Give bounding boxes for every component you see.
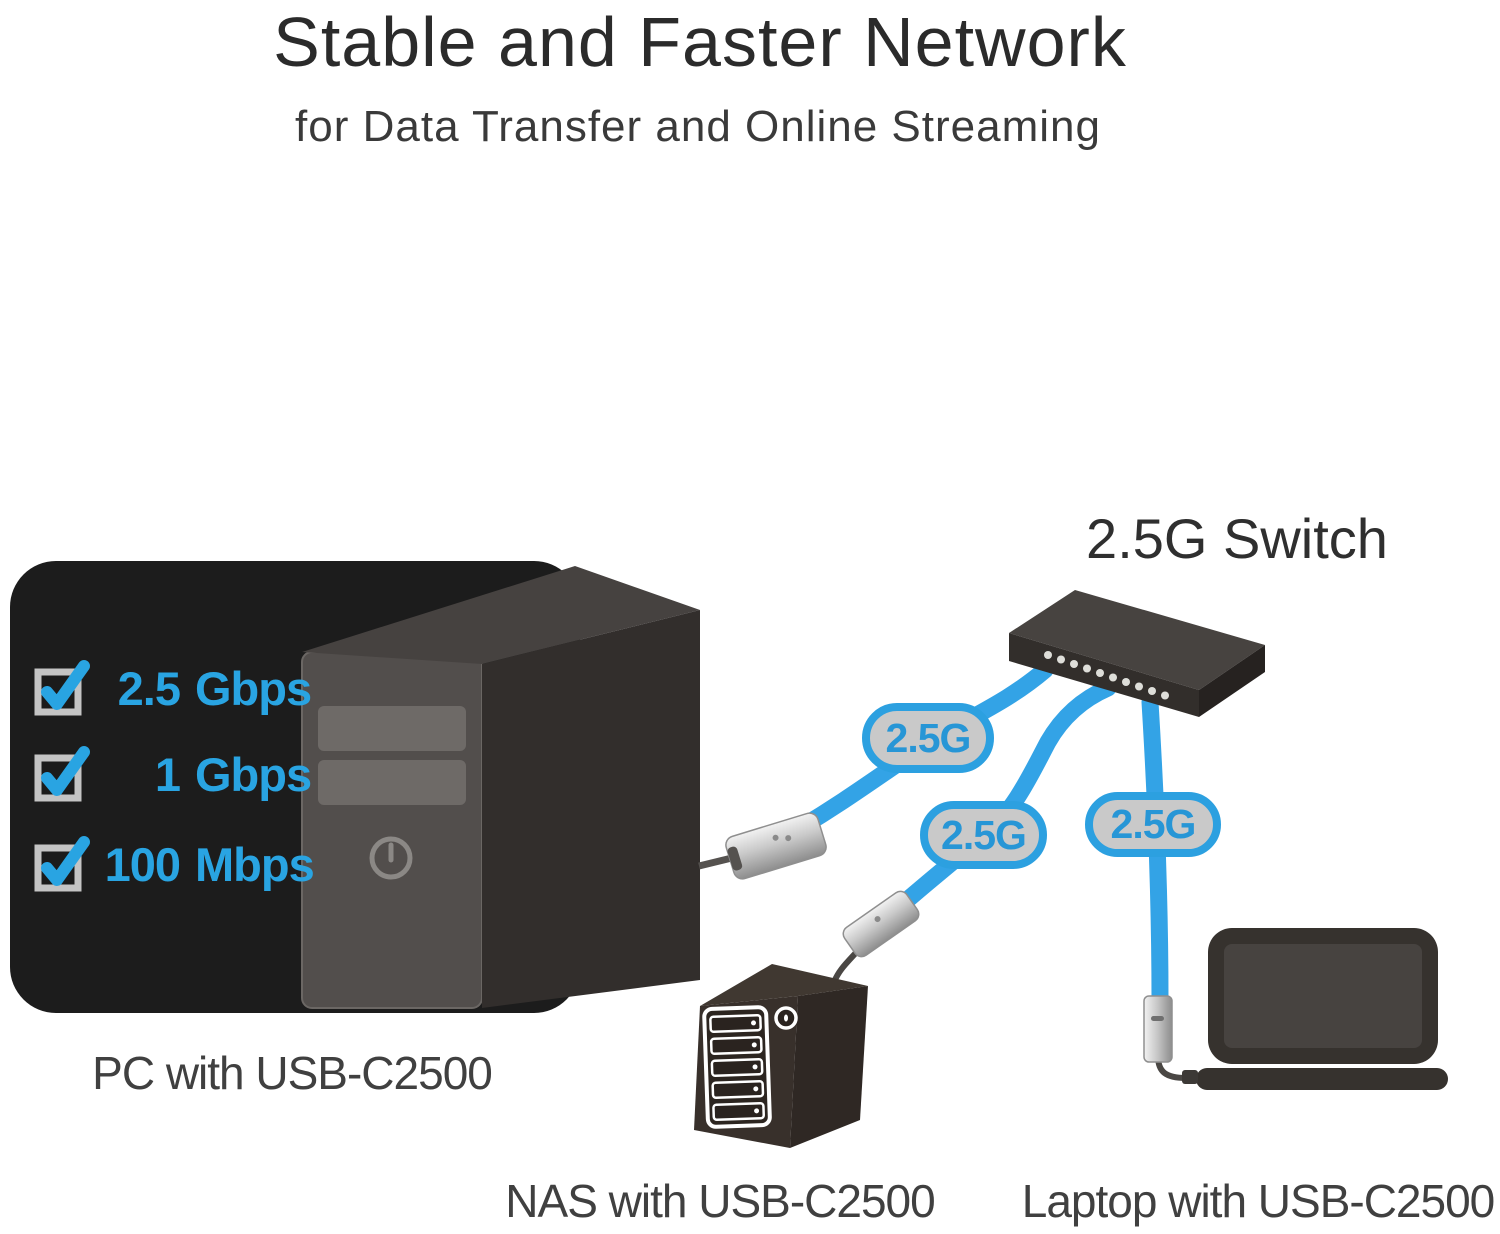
nas-side-face [790,986,868,1148]
switch-side-face [1199,645,1265,717]
speed-unit: Gbps [195,661,312,715]
switch-led-dots [1044,651,1169,700]
nas-power-button-icon [774,1006,798,1030]
laptop-base [1196,1068,1448,1090]
switch-top-face [1009,590,1265,690]
speed-row-100-mbps: 100 Mbps [34,835,315,893]
power-button-icon [369,836,413,880]
device-label-laptop: Laptop with USB-C2500 [1021,1175,1496,1227]
nas-illustration [694,964,868,1148]
page-subtitle: for Data Transfer and Online Streaming [295,102,1101,151]
speed-value: 2.5 [117,661,181,715]
switch-label: 2.5G Switch [1086,507,1388,570]
pc-tower-illustration [301,566,700,1009]
switch-front-face [1009,633,1199,717]
checkbox-checked-icon [34,836,90,892]
speed-value: 100 [104,837,181,891]
nas-top-face [700,964,868,1006]
nas-drive-bays [702,1005,772,1129]
cable-nas-to-switch [889,679,1117,917]
usb-c2500-adapter-nas [842,890,920,958]
switch-illustration [1009,590,1265,717]
drive-bay [318,760,466,805]
device-label-nas: NAS with USB-C2500 [505,1175,935,1227]
checkbox-checked-icon [34,746,90,802]
speed-unit: Gbps [195,747,312,801]
laptop-screen [1224,944,1422,1048]
page-title: Stable and Faster Network [273,3,1127,81]
device-label-pc: PC with USB-C2500 [92,1047,493,1099]
tower-top-face [302,566,700,664]
speed-row-2-5-gbps: 2.5 Gbps [34,659,312,717]
checkbox-checked-icon [34,660,90,716]
usb-c2500-adapter-laptop [1143,995,1173,1063]
speed-row-1-gbps: 1 Gbps [34,745,312,803]
laptop-illustration [1182,928,1448,1090]
speed-value: 1 [154,747,181,801]
speed-badge-pc-link: 2.5G [862,703,994,773]
speed-badge-nas-link: 2.5G [920,801,1047,869]
speed-unit: Mbps [195,837,315,891]
tower-front-face [301,651,483,1009]
usb-c2500-adapter-pc [725,812,827,880]
drive-bay [318,706,466,751]
tower-side-face [482,610,700,1008]
speed-badge-laptop-link: 2.5G [1085,792,1221,857]
laptop-plug [1182,1070,1198,1084]
